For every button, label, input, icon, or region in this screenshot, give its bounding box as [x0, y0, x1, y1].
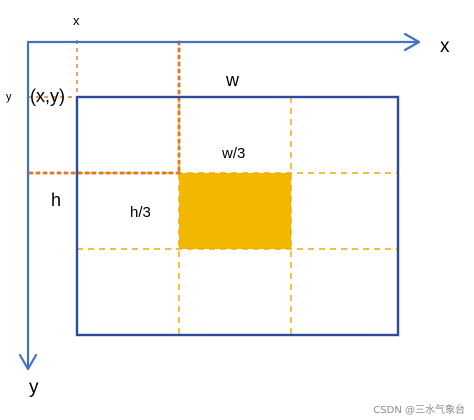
- thirds-grid: [77, 97, 398, 335]
- projection-guides: [28, 40, 181, 175]
- origin-point-label: (x,y): [30, 86, 65, 106]
- origin-x-label: x: [73, 13, 80, 28]
- x-axis-arrowhead: [403, 32, 421, 52]
- y-axis-arrowhead: [18, 353, 38, 371]
- y-axis-label: y: [29, 377, 39, 398]
- height-third-label: h/3: [130, 204, 151, 221]
- center-cell-highlight: [179, 173, 291, 249]
- x-axis-label: x: [440, 36, 450, 57]
- width-label: w: [225, 70, 240, 90]
- image-frame: [75, 95, 400, 337]
- height-label: h: [51, 190, 61, 210]
- axes: [18, 32, 421, 371]
- width-third-label: w/3: [221, 145, 245, 162]
- origin-y-label: y: [6, 91, 12, 103]
- watermark: CSDN @三水气象台: [373, 403, 465, 416]
